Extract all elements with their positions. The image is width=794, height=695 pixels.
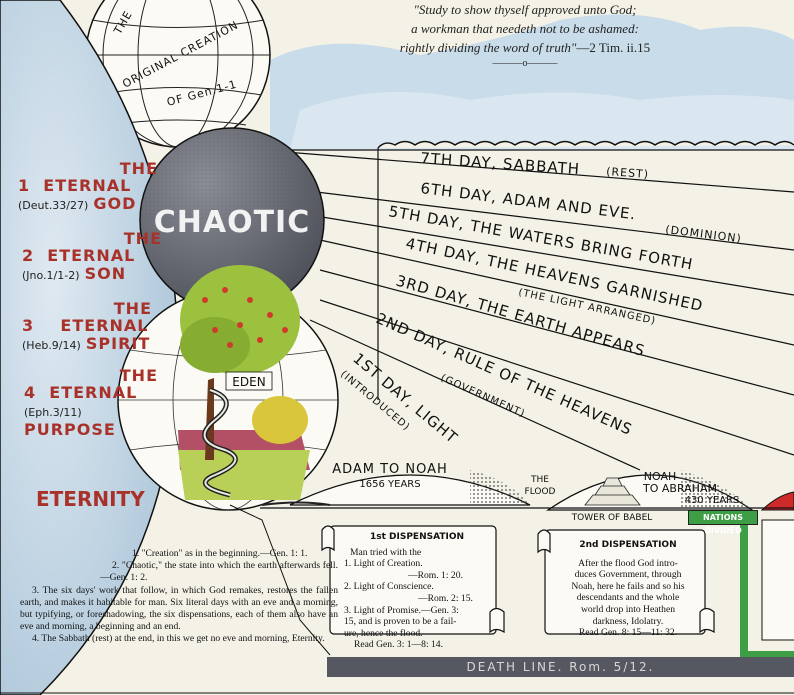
- eternity-label: ETERNITY: [36, 487, 145, 511]
- eternal-2-ref: (Jno.1/1-2): [22, 269, 80, 282]
- eternal-1-the: THE: [119, 159, 158, 178]
- eternal-2-number: 2: [22, 246, 35, 265]
- disp2-line-2: duces Government, through: [574, 569, 682, 581]
- eden-globe: [117, 265, 339, 511]
- next-dispensation-mound: [760, 491, 794, 511]
- adam-noah-years: 1656 YEARS: [359, 479, 420, 490]
- eternal-3-name: SPIRIT: [85, 334, 151, 353]
- eternal-spirit-block: THE 3 ETERNAL (Heb.9/14) SPIRIT: [22, 300, 172, 353]
- disp1-line-2: 1. Light of Creation.: [344, 558, 423, 570]
- disp2-line-6: darkness, Idolatry.: [592, 615, 664, 627]
- nations-divided-label: NATIONS DIVIDED: [688, 510, 758, 535]
- flood-label-2: FLOOD: [525, 487, 556, 497]
- eternal-4-number: 4: [24, 383, 37, 402]
- eternal-4-eternal: ETERNAL: [49, 383, 138, 402]
- day-7-sub: (REST): [606, 165, 650, 181]
- noah-abraham-line1: NOAH: [644, 470, 677, 483]
- dispensation-1-title: 1st DISPENSATION: [369, 532, 465, 542]
- disp1-line-1: Man tried with the: [350, 546, 422, 558]
- eternal-3-eternal: ETERNAL: [60, 316, 149, 335]
- eternal-1-number: 1: [18, 176, 31, 195]
- chaotic-label: CHAOTIC: [154, 205, 311, 240]
- scroll-1-shape: [321, 525, 505, 635]
- note-1: 1. "Creation" as in the beginning.—Gen. …: [132, 548, 308, 559]
- disp2-line-1: After the flood God intro-: [578, 557, 678, 569]
- verse-line-3: rightly dividing the word of truth"—2 Ti…: [290, 38, 760, 57]
- eternal-2-the: THE: [123, 229, 162, 248]
- day-rays: [284, 149, 794, 471]
- flood-label-1: THE: [530, 475, 549, 485]
- verse-line-3-text: rightly dividing the word of truth": [399, 40, 577, 55]
- disp2-line-5: world drop into Heathen: [580, 603, 676, 615]
- sky-cloud-light: [290, 92, 794, 150]
- noah-abraham-line2: TO ABRAHAM: [642, 482, 717, 495]
- verse-line-2: a workman that needeth not to be ashamed…: [411, 21, 639, 36]
- verse-header: "Study to show thyself approved unto God…: [290, 0, 760, 71]
- day-6-sub: (DOMINION): [665, 223, 743, 245]
- eternal-1-name: GOD: [93, 194, 137, 213]
- eternal-purpose-block: THE 4 ETERNAL (Eph.3/11) PURPOSE: [24, 367, 174, 439]
- eternal-2-line2-row: 2 ETERNAL: [22, 247, 162, 264]
- noah-abraham-years: 430 YEARS: [685, 495, 740, 506]
- eternal-2-name: SON: [84, 264, 127, 283]
- disp2-line-4: descendants and the whole: [576, 592, 680, 604]
- verse-reference: —2 Tim. ii.15: [576, 40, 651, 55]
- eternal-1-ref: (Deut.33/27): [18, 199, 89, 212]
- adam-noah-title: ADAM TO NOAH: [332, 462, 448, 477]
- green-frame: [740, 510, 794, 659]
- disp1-line-6: 3. Light of Promise.—Gen. 3:: [344, 604, 459, 616]
- eternal-4-name: PURPOSE: [24, 420, 116, 439]
- disp1-line-3: —Rom. 1: 20.: [408, 569, 463, 581]
- disp2-line-7: Read Gen. 8: 15—11: 32.: [578, 627, 678, 639]
- note-3: 3. The six days' work that follow, in wh…: [20, 584, 338, 633]
- chaotic-globe: [139, 127, 325, 313]
- tower-of-babel: [584, 477, 641, 506]
- eden-label: EDEN: [232, 375, 265, 389]
- creation-notes: 1. "Creation" as in the beginning.—Gen. …: [20, 548, 338, 646]
- dispensation-1-scroll: 1st DISPENSATION Man tried with the 1. L…: [344, 532, 490, 651]
- scroll-2-shape: [537, 529, 715, 635]
- disp1-line-5: —Rom. 2: 15.: [418, 592, 473, 604]
- dispensation-2-scroll: 2nd DISPENSATION After the flood God int…: [560, 540, 696, 639]
- verse-line-1: "Study to show thyself approved unto God…: [413, 2, 637, 17]
- eternal-son-block: THE 2 ETERNAL (Jno.1/1-2) SON: [22, 230, 162, 283]
- flood-shading: [470, 470, 530, 505]
- day-7-label: 7TH DAY, SABBATH: [420, 149, 581, 178]
- eternal-3-line3-row: (Heb.9/14) SPIRIT: [22, 334, 172, 353]
- babel-shading: [680, 470, 752, 510]
- eternal-1-line3-row: (Deut.33/27) GOD: [18, 194, 158, 213]
- eternal-3-line2-row: 3 ETERNAL: [22, 317, 172, 334]
- death-line: DEATH LINE. Rom. 5/12.: [327, 657, 794, 677]
- tower-label: TOWER OF BABEL: [571, 513, 653, 523]
- eternal-4-line3-row: (Eph.3/11) PURPOSE: [24, 401, 174, 439]
- disp1-line-7: 15, and is proven to be a fail-: [344, 616, 457, 628]
- firmament-line: [377, 140, 794, 149]
- eternal-4-ref: (Eph.3/11): [24, 406, 82, 419]
- eternal-1-line2-row: 1 ETERNAL: [18, 177, 158, 194]
- verse-ornament: ———o———: [492, 58, 558, 69]
- eternal-1-eternal: ETERNAL: [43, 176, 132, 195]
- note-2: 2. "Chaotic," the state into which the e…: [100, 560, 338, 584]
- original-creation-globe: [85, 0, 271, 148]
- eternal-3-ref: (Heb.9/14): [22, 339, 81, 352]
- dispensation-2-title: 2nd DISPENSATION: [579, 540, 677, 550]
- note-4: 4. The Sabbath (rest) at the end, in thi…: [32, 633, 325, 645]
- eternal-4-line2-row: 4 ETERNAL: [24, 384, 174, 401]
- disp2-line-3: Noah, here he fails and so his: [571, 580, 685, 592]
- eternal-god-block: THE 1 ETERNAL (Deut.33/27) GOD: [18, 160, 158, 213]
- eternal-3-number: 3: [22, 316, 35, 335]
- eternal-4-the: THE: [119, 366, 158, 385]
- disp1-line-8: ure, hence the flood.: [344, 627, 423, 639]
- disp1-line-9: Read Gen. 3: 1—8: 14.: [354, 639, 443, 651]
- disp1-line-4: 2. Light of Conscience.: [344, 581, 434, 593]
- eternal-2-eternal: ETERNAL: [47, 246, 136, 265]
- eternal-3-the: THE: [113, 299, 152, 318]
- eternal-2-line3-row: (Jno.1/1-2) SON: [22, 264, 162, 283]
